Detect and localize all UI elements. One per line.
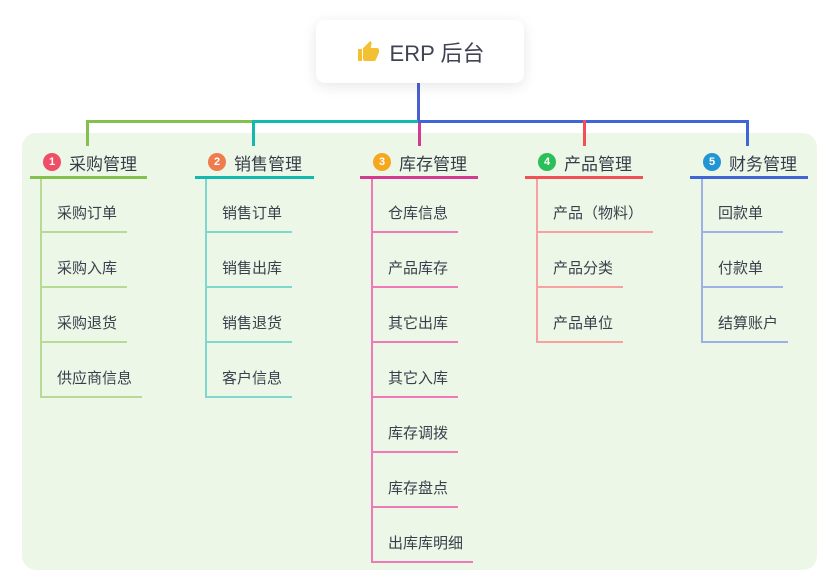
root-connector-line (417, 83, 420, 122)
child-node[interactable]: 出库库明细 (371, 534, 474, 563)
branch-node[interactable]: 4 产品管理 (525, 148, 643, 179)
branch-number-badge: 1 (43, 153, 61, 171)
thumbs-up-icon (357, 40, 379, 61)
child-node[interactable]: 供应商信息 (40, 369, 143, 398)
branch-trunk-line (371, 179, 373, 563)
child-node[interactable]: 产品（物料） (536, 204, 654, 233)
connector-drop (418, 123, 421, 146)
child-node[interactable]: 付款单 (701, 259, 783, 288)
child-node[interactable]: 回款单 (701, 204, 783, 233)
child-node[interactable]: 其它出库 (371, 314, 459, 343)
map-background-panel (22, 133, 817, 570)
root-node-label: ERP 后台 (389, 40, 485, 66)
child-node[interactable]: 采购订单 (40, 204, 128, 233)
connector-drop (252, 120, 255, 146)
child-node[interactable]: 销售退货 (205, 314, 293, 343)
child-node[interactable]: 其它入库 (371, 369, 459, 398)
branch-trunk-line (536, 179, 538, 343)
connector-segment (252, 120, 420, 123)
branch-node[interactable]: 5 财务管理 (690, 148, 808, 179)
child-node[interactable]: 产品单位 (536, 314, 624, 343)
branch-number-badge: 2 (208, 153, 226, 171)
child-node[interactable]: 采购入库 (40, 259, 128, 288)
branch-number-badge: 4 (538, 153, 556, 171)
branch-trunk-line (701, 179, 703, 343)
child-node[interactable]: 库存调拨 (371, 424, 459, 453)
branch-node[interactable]: 3 库存管理 (360, 148, 478, 179)
root-node[interactable]: ERP 后台 (316, 20, 524, 83)
child-node[interactable]: 采购退货 (40, 314, 128, 343)
child-node[interactable]: 客户信息 (205, 369, 293, 398)
branch-label: 销售管理 (234, 154, 302, 174)
child-node[interactable]: 仓库信息 (371, 204, 459, 233)
branch-node[interactable]: 2 销售管理 (195, 148, 314, 179)
connector-drop (746, 120, 749, 146)
child-node[interactable]: 产品库存 (371, 259, 459, 288)
child-node[interactable]: 库存盘点 (371, 479, 459, 508)
branch-number-badge: 3 (373, 153, 391, 171)
branch-label: 产品管理 (564, 154, 632, 174)
branch-label: 采购管理 (69, 154, 137, 174)
child-node[interactable]: 结算账户 (701, 314, 789, 343)
branch-label: 财务管理 (729, 154, 797, 174)
connector-segment (86, 120, 255, 123)
branch-number-badge: 5 (703, 153, 721, 171)
connector-drop (583, 120, 586, 146)
branch-node[interactable]: 1 采购管理 (30, 148, 147, 179)
branch-trunk-line (205, 179, 207, 398)
child-node[interactable]: 产品分类 (536, 259, 624, 288)
child-node[interactable]: 销售出库 (205, 259, 293, 288)
branch-trunk-line (40, 179, 42, 398)
branch-label: 库存管理 (399, 154, 467, 174)
connector-drop (86, 120, 89, 146)
child-node[interactable]: 销售订单 (205, 204, 293, 233)
